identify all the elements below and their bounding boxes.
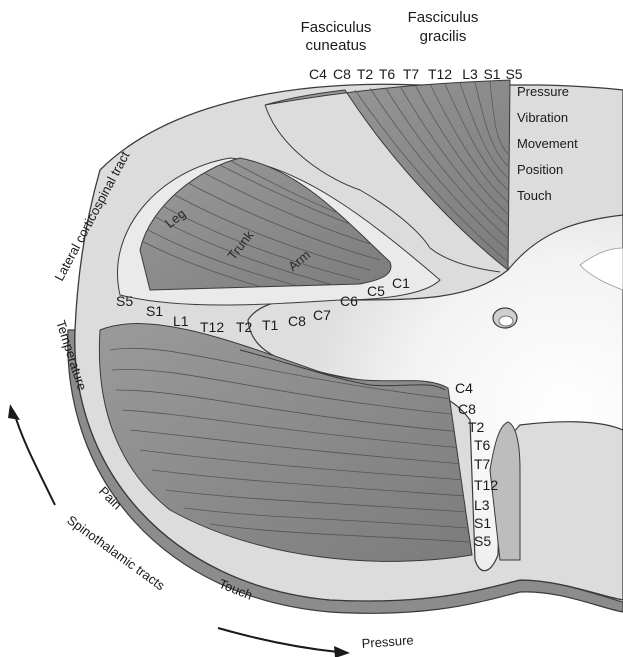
dorsal-seg: T2 <box>357 66 374 82</box>
central-canal <box>493 308 517 328</box>
cst-seg: C8 <box>288 313 306 329</box>
modality-label: Position <box>517 162 563 177</box>
cst-seg: S5 <box>116 293 133 309</box>
arrow-ascending-icon <box>8 404 55 505</box>
ventral-seg: T12 <box>474 477 498 493</box>
cst-seg: C7 <box>313 307 331 323</box>
fasciculus-gracilis-line1: Fasciculus <box>408 9 479 26</box>
ventral-seg: C8 <box>458 401 476 417</box>
cst-seg: C1 <box>392 275 410 291</box>
fasciculus-cuneatus-line2: cuneatus <box>306 37 367 54</box>
ventral-seg: S1 <box>474 515 491 531</box>
cst-seg: T12 <box>200 319 224 335</box>
dorsal-seg: T6 <box>379 66 396 82</box>
arrow-rightward-icon <box>218 628 350 657</box>
dorsal-seg: S1 <box>483 66 500 82</box>
ventral-seg: T7 <box>474 456 491 472</box>
dorsal-seg: S5 <box>505 66 522 82</box>
ventral-seg: T2 <box>468 419 485 435</box>
modality-label: Vibration <box>517 110 568 125</box>
ventral-seg: S5 <box>474 533 491 549</box>
cst-seg: T1 <box>262 317 279 333</box>
dorsal-seg: C4 <box>309 66 327 82</box>
modality-label: Pressure <box>517 84 569 99</box>
dorsal-seg: T12 <box>428 66 452 82</box>
modality-pressure: Pressure <box>361 632 414 651</box>
dorsal-seg: L3 <box>462 66 478 82</box>
modality-label: Touch <box>517 188 552 203</box>
fasciculus-gracilis-line2: gracilis <box>420 28 467 45</box>
cst-seg: T2 <box>236 319 253 335</box>
cst-seg: C6 <box>340 293 358 309</box>
cst-seg: S1 <box>146 303 163 319</box>
dorsal-seg: C8 <box>333 66 351 82</box>
cst-seg: L1 <box>173 313 189 329</box>
ventral-seg: C4 <box>455 380 473 396</box>
dorsal-seg: T7 <box>403 66 420 82</box>
modality-label: Movement <box>517 136 578 151</box>
dorsal-segment-labels: C4 C8 T2 T6 T7 T12 L3 S1 S5 <box>309 66 523 82</box>
cst-seg: C5 <box>367 283 385 299</box>
fasciculus-cuneatus-line1: Fasciculus <box>301 19 372 36</box>
ventral-seg: T6 <box>474 437 491 453</box>
ventral-seg: L3 <box>474 497 490 513</box>
